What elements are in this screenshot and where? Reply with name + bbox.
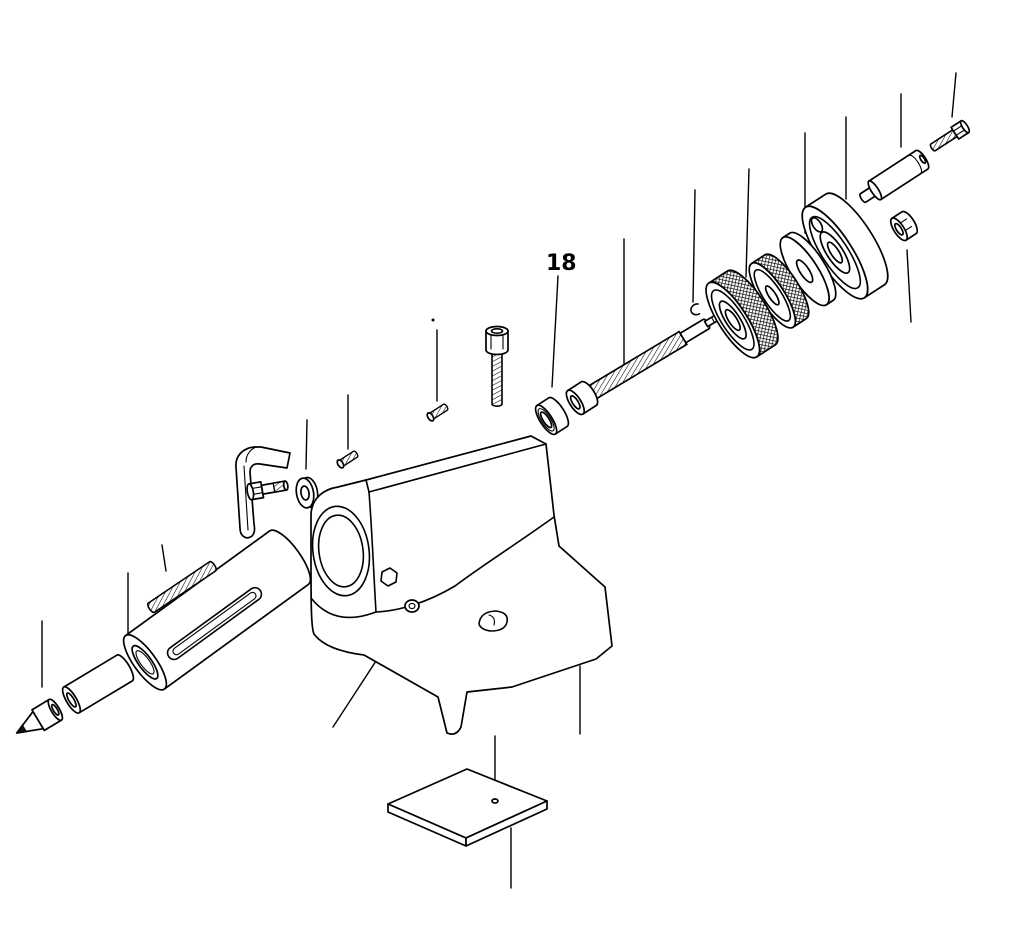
part-thrust-washer xyxy=(534,396,570,436)
part-set-screw-2 xyxy=(426,403,449,422)
leader-retaining-clip xyxy=(692,189,696,303)
part-retaining-clip xyxy=(690,303,701,316)
dot-mark xyxy=(431,318,435,322)
cap-screw-socket xyxy=(490,327,504,334)
body-hex-recess xyxy=(380,567,398,587)
part-center-sleeve xyxy=(61,654,135,714)
part-handle-grip xyxy=(859,149,930,204)
leader-set-stud xyxy=(161,544,167,572)
leader-handle-bolt xyxy=(951,72,957,118)
part-set-stud xyxy=(146,560,218,614)
part-knurled-dial-front xyxy=(705,269,779,359)
quill-bore xyxy=(311,505,371,597)
part-handwheel xyxy=(801,192,889,300)
body-front-screw xyxy=(404,599,420,613)
handwheel-grip-hole xyxy=(810,216,824,233)
part-quill-barrel xyxy=(122,529,312,691)
body-keyhole xyxy=(478,610,509,632)
quill-key-slot xyxy=(166,586,263,661)
part-knurled-dial-rear xyxy=(748,253,810,329)
part-cam-lever xyxy=(235,446,291,539)
part-base-plate xyxy=(387,768,548,847)
part-spacer-bushing xyxy=(565,380,599,416)
leader-knurled-dial xyxy=(745,168,750,278)
part-handle-bolt xyxy=(929,119,971,152)
body-silhouette xyxy=(310,435,613,735)
leader-lever-washer xyxy=(305,419,308,470)
part-lever-washer xyxy=(295,476,319,509)
part-lever-bolt xyxy=(246,480,289,501)
part-dead-center xyxy=(15,698,64,734)
part-cap-screw xyxy=(485,325,509,407)
leader-callout-18 xyxy=(551,275,559,388)
part-set-screw-1 xyxy=(336,450,359,469)
part-hex-nut xyxy=(889,210,919,242)
leader-hex-nut xyxy=(906,249,912,323)
part-tailstock-body xyxy=(310,435,613,735)
base-plate-hole xyxy=(491,798,499,804)
callout-18-label: 18 xyxy=(546,251,577,276)
